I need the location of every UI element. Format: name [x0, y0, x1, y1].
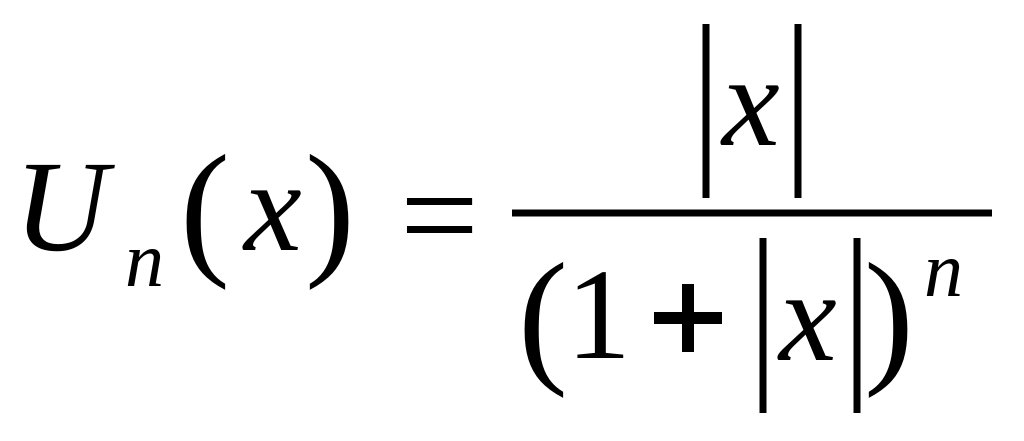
denominator-close-paren: ) — [864, 233, 914, 399]
denominator-one: 1 — [566, 243, 631, 387]
denominator-open-paren: ( — [518, 233, 568, 399]
lhs-argument: x — [242, 135, 302, 279]
plus-sign-text: + — [650, 349, 651, 351]
function-symbol: U — [14, 135, 115, 279]
lhs-close-paren: ) — [305, 125, 355, 291]
lhs-open-paren: ( — [180, 125, 230, 291]
denominator-exponent: n — [924, 226, 963, 313]
function-subscript: n — [125, 216, 164, 303]
plus-sign: + — [650, 284, 722, 352]
equals-sign: = — [400, 138, 479, 293]
denominator-variable: x — [777, 245, 837, 389]
numerator-variable: x — [720, 30, 780, 174]
